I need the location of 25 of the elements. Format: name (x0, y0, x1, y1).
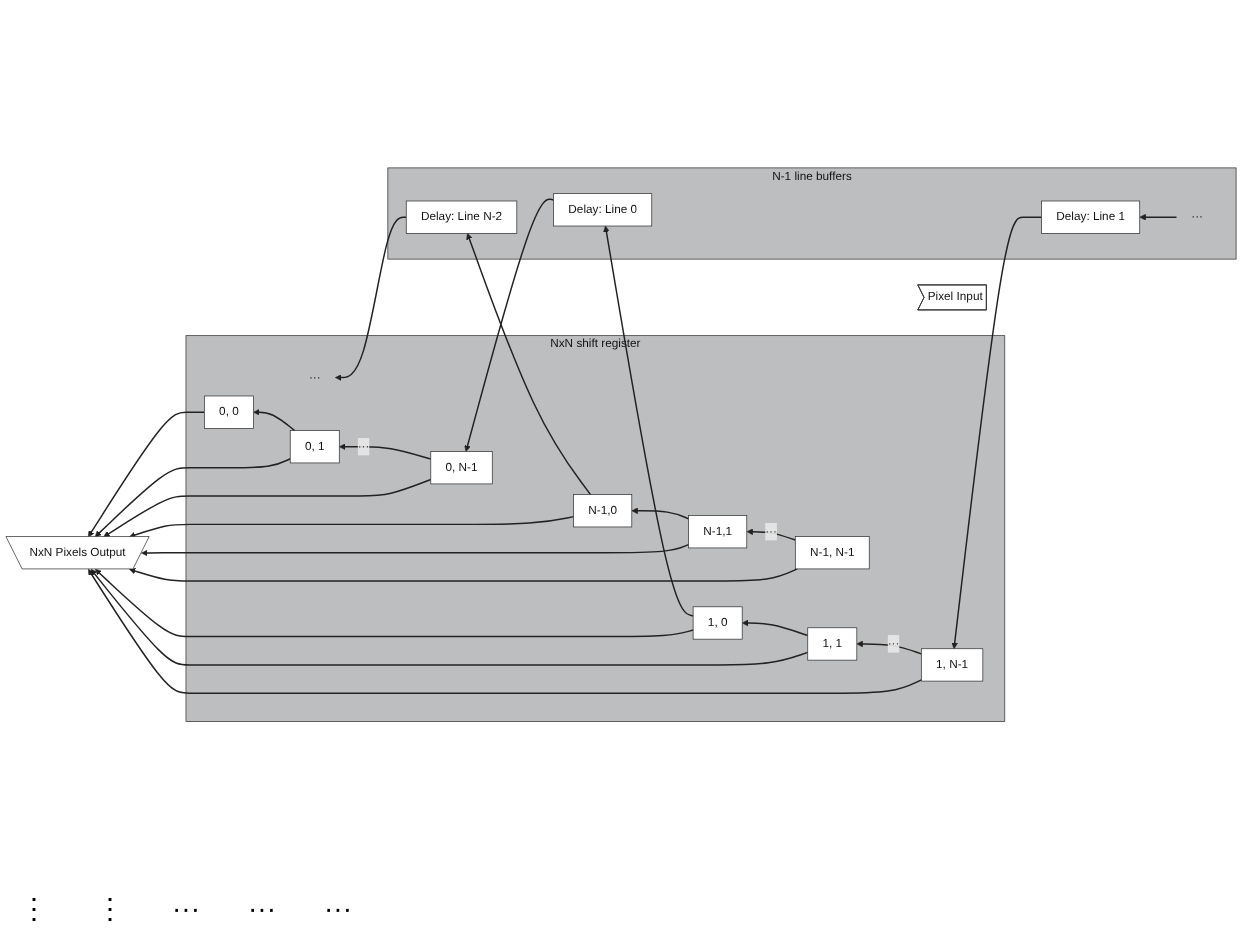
arrow (951, 215, 1043, 649)
arrow (253, 408, 296, 431)
ellipsis-mark: ⋮ (96, 892, 124, 928)
arrow (339, 442, 432, 459)
arrow (129, 567, 799, 582)
arrow (631, 506, 690, 519)
arrow (94, 457, 291, 537)
ellipsis-mark: ⋮ (20, 892, 48, 928)
arrow (741, 619, 809, 636)
arrow (88, 410, 206, 537)
arrow (603, 224, 694, 616)
arrow (90, 568, 809, 665)
arrow (464, 197, 555, 452)
arrow (335, 215, 407, 381)
arrow (129, 515, 575, 538)
arrow (856, 639, 923, 654)
arrow (88, 568, 923, 694)
arrow (141, 543, 690, 556)
arrow (103, 478, 432, 537)
arrow (466, 232, 592, 495)
arrow (1139, 213, 1178, 220)
arrow (95, 568, 694, 637)
ellipsis-mark: ··· (324, 892, 352, 928)
ellipsis-mark: ··· (248, 892, 276, 928)
ellipsis-mark: ··· (172, 892, 200, 928)
